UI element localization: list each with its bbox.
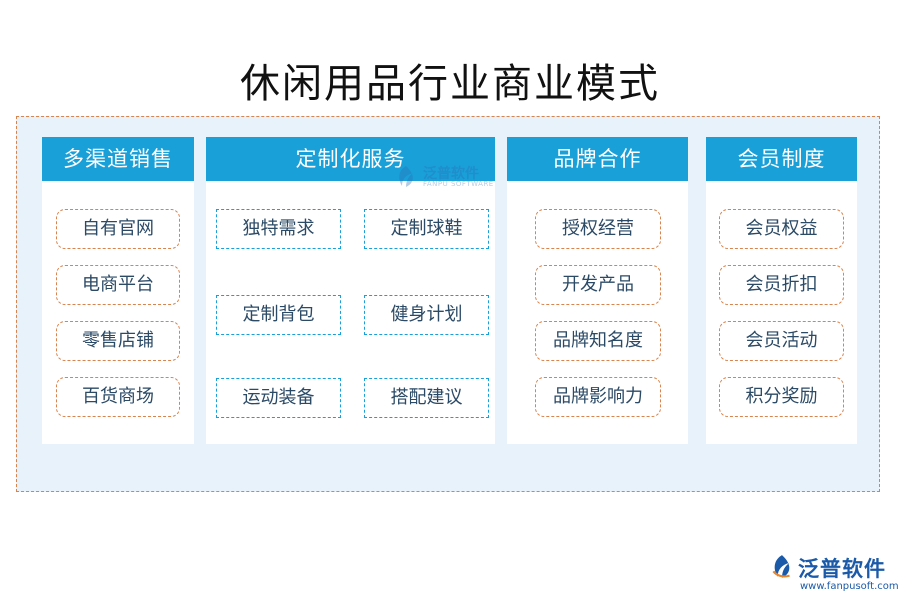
item-box: 健身计划 xyxy=(364,295,489,335)
column-header: 会员制度 xyxy=(706,137,857,181)
column-multichannel-sales: 多渠道销售 自有官网 电商平台 零售店铺 百货商场 xyxy=(42,137,194,444)
item-box: 会员折扣 xyxy=(719,265,844,305)
brand-name: 泛普软件 xyxy=(798,557,886,581)
column-header: 定制化服务 xyxy=(206,137,495,181)
item-box: 零售店铺 xyxy=(56,321,180,361)
column-customization-service: 定制化服务 独特需求 定制球鞋 定制背包 健身计划 运动装备 搭配建议 xyxy=(206,137,495,444)
brand-logo: 泛普软件 www.fanpusoft.com xyxy=(768,553,899,597)
item-box: 运动装备 xyxy=(216,378,341,418)
brand-url: www.fanpusoft.com xyxy=(800,581,899,592)
item-box: 品牌知名度 xyxy=(535,321,661,361)
item-box: 开发产品 xyxy=(535,265,661,305)
item-box: 独特需求 xyxy=(216,209,341,249)
item-box: 定制背包 xyxy=(216,295,341,335)
item-box: 自有官网 xyxy=(56,209,180,249)
item-box: 电商平台 xyxy=(56,265,180,305)
column-membership-system: 会员制度 会员权益 会员折扣 会员活动 积分奖励 xyxy=(706,137,857,444)
item-box: 百货商场 xyxy=(56,377,180,417)
column-header: 品牌合作 xyxy=(507,137,688,181)
item-box: 品牌影响力 xyxy=(535,377,661,417)
item-box: 搭配建议 xyxy=(364,378,489,418)
item-box: 会员权益 xyxy=(719,209,844,249)
item-box: 定制球鞋 xyxy=(364,209,489,249)
item-box: 积分奖励 xyxy=(719,377,844,417)
item-box: 授权经营 xyxy=(535,209,661,249)
item-box: 会员活动 xyxy=(719,321,844,361)
column-brand-cooperation: 品牌合作 授权经营 开发产品 品牌知名度 品牌影响力 xyxy=(507,137,688,444)
brand-logo-icon xyxy=(772,555,790,578)
column-header: 多渠道销售 xyxy=(42,137,194,181)
diagram-title: 休闲用品行业商业模式 xyxy=(240,61,660,107)
